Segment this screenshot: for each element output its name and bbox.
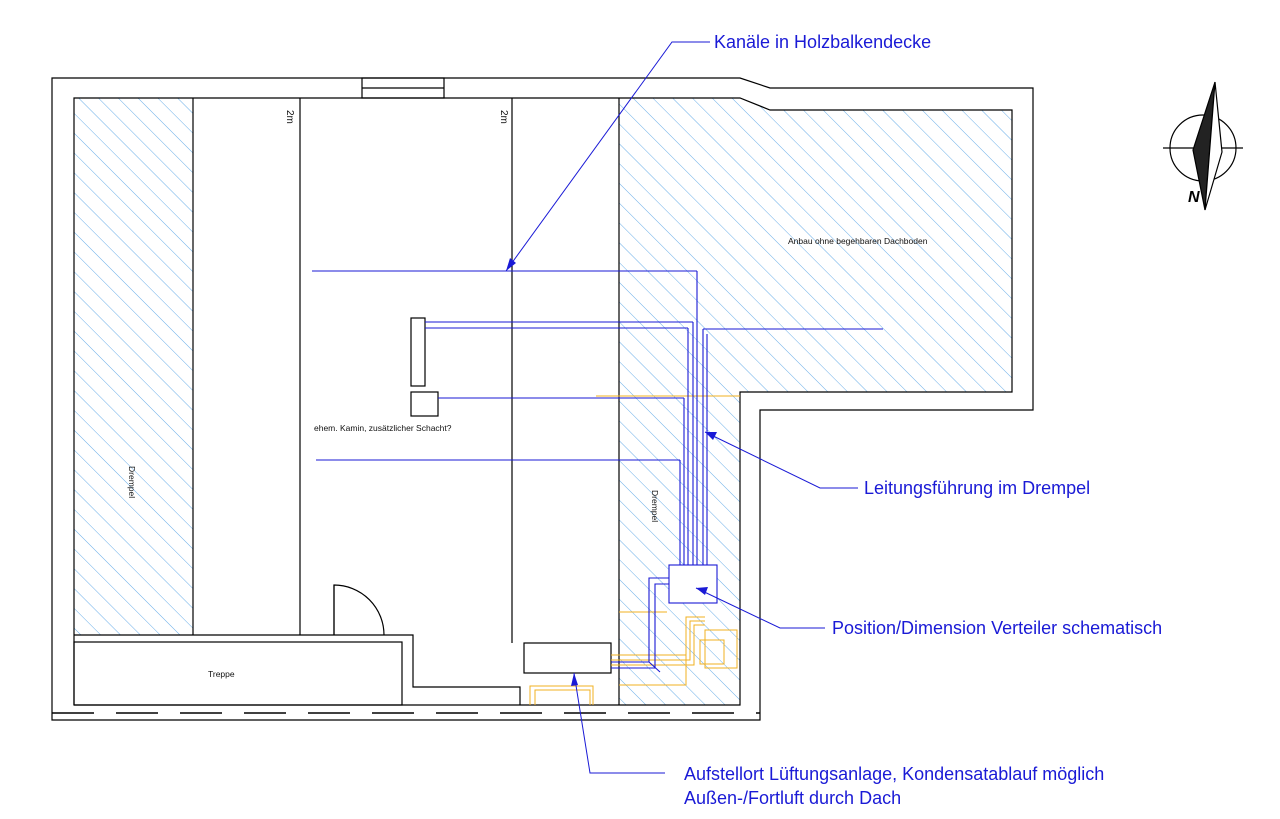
callout-kanaele: Kanäle in Holzbalkendecke [714, 32, 931, 52]
stair-wall [74, 634, 521, 705]
condensate-lines [529, 395, 740, 705]
label-treppe: Treppe [208, 669, 235, 679]
north-label: N [1188, 189, 1200, 206]
dimension-label-a: 2m [284, 110, 295, 124]
stair-box [73, 641, 403, 706]
drempel-zone-right [619, 98, 1012, 705]
label-kamin: ehem. Kamin, zusätzlicher Schacht? [314, 423, 452, 433]
callout-verteiler: Position/Dimension Verteiler schematisch [832, 618, 1162, 638]
unit-box [523, 642, 612, 674]
callout-aufstell-line2: Außen-/Fortluft durch Dach [684, 788, 901, 808]
inner-wall [73, 97, 1013, 706]
walls [51, 77, 1034, 721]
door-swing [333, 584, 385, 636]
dimension-label-b: 2m [498, 110, 509, 124]
arrowheads [506, 258, 717, 686]
callout-leitung: Leitungsführung im Drempel [864, 478, 1090, 498]
outer-wall [51, 77, 1034, 721]
duct-network [312, 270, 883, 673]
callout-aufstell-line1: Aufstellort Lüftungsanlage, Kondensatabl… [684, 764, 1104, 784]
room-labels: Anbau ohne begehbaren Dachboden ehem. Ka… [127, 110, 928, 679]
shaft [410, 391, 439, 417]
chimney [410, 317, 426, 387]
label-drempel-left: Drempel [127, 466, 137, 498]
distributor-box [668, 564, 718, 604]
label-drempel-right: Drempel [650, 490, 660, 522]
hatched-zones [74, 98, 1012, 705]
north-arrow-icon: N [1163, 81, 1243, 211]
callout-texts: Kanäle in Holzbalkendecke Leitungsführun… [684, 32, 1162, 808]
leader-lines [505, 41, 858, 774]
drempel-zone-left [74, 98, 193, 635]
label-anbau: Anbau ohne begehbaren Dachboden [788, 236, 928, 246]
